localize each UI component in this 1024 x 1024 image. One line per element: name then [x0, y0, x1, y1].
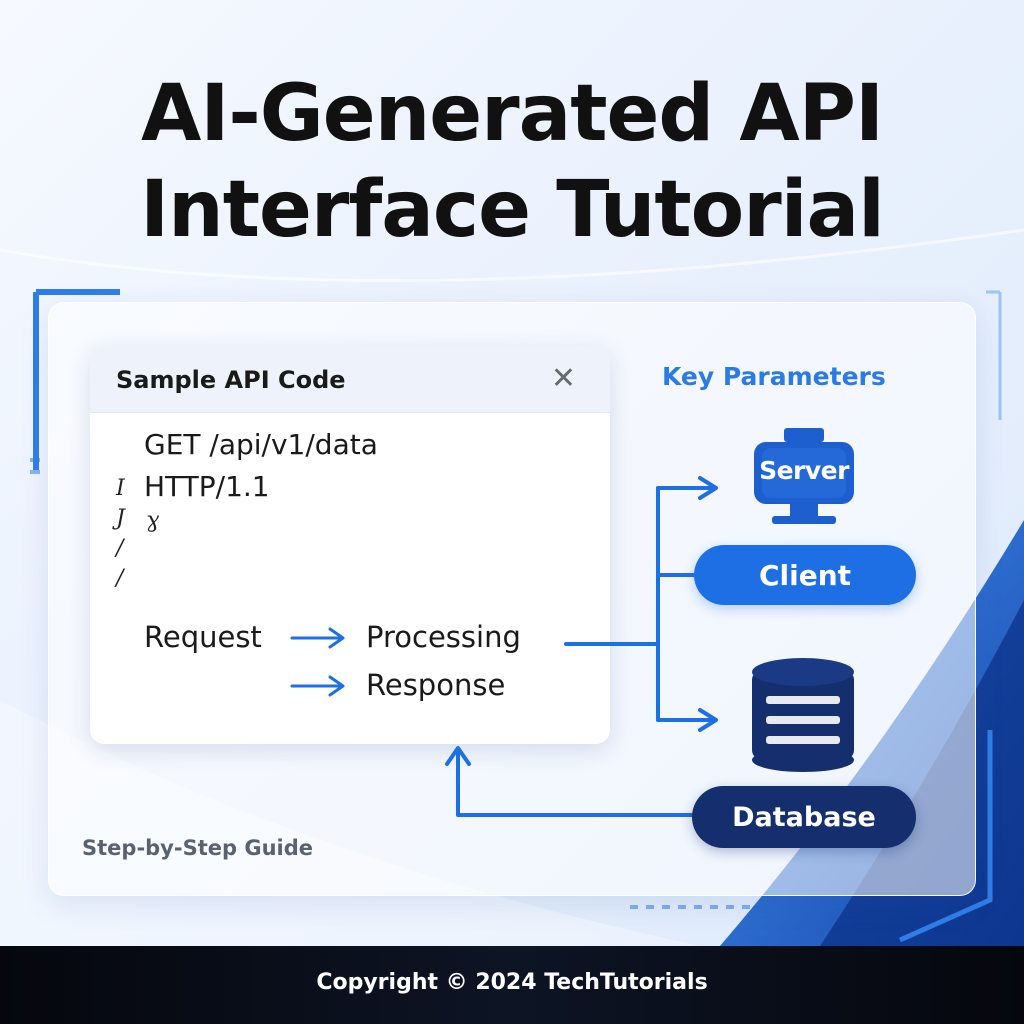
footer: Copyright © 2024 TechTutorials [0, 946, 1024, 1024]
title-line-2: Interface Tutorial [140, 165, 885, 255]
code-line-protocol: HTTP/1.1 [144, 470, 270, 503]
page-title: AI-Generated API Interface Tutorial [0, 66, 1024, 258]
margin-mark: / [116, 536, 124, 561]
database-pill: Database [692, 786, 916, 848]
stray-mark: ɣ [146, 508, 160, 533]
flow-request-label: Request [144, 620, 262, 654]
close-icon[interactable]: ✕ [550, 361, 576, 396]
server-label: Server [759, 456, 849, 485]
code-panel: Sample API Code ✕ [90, 346, 610, 744]
client-pill: Client [694, 545, 916, 605]
client-label: Client [758, 558, 852, 592]
flow-processing-label: Processing [366, 620, 521, 654]
code-panel-header: Sample API Code ✕ [90, 346, 610, 413]
arrow-right-icon [290, 627, 345, 649]
key-parameters-heading: Key Parameters [662, 362, 886, 391]
flow-response-label: Response [366, 668, 506, 702]
database-label: Database [732, 801, 876, 833]
title-line-1: AI-Generated API [141, 69, 884, 159]
margin-mark: / [116, 566, 124, 591]
arrow-right-icon [290, 675, 345, 697]
guide-label: Step-by-Step Guide [82, 836, 313, 860]
code-panel-title: Sample API Code [116, 366, 346, 394]
copyright-text: Copyright © 2024 TechTutorials [316, 970, 708, 995]
margin-mark: J [116, 506, 125, 531]
margin-mark: I [116, 476, 125, 501]
server-icon [754, 428, 854, 524]
database-icon [752, 658, 854, 772]
code-line-request: GET /api/v1/data [144, 428, 378, 461]
